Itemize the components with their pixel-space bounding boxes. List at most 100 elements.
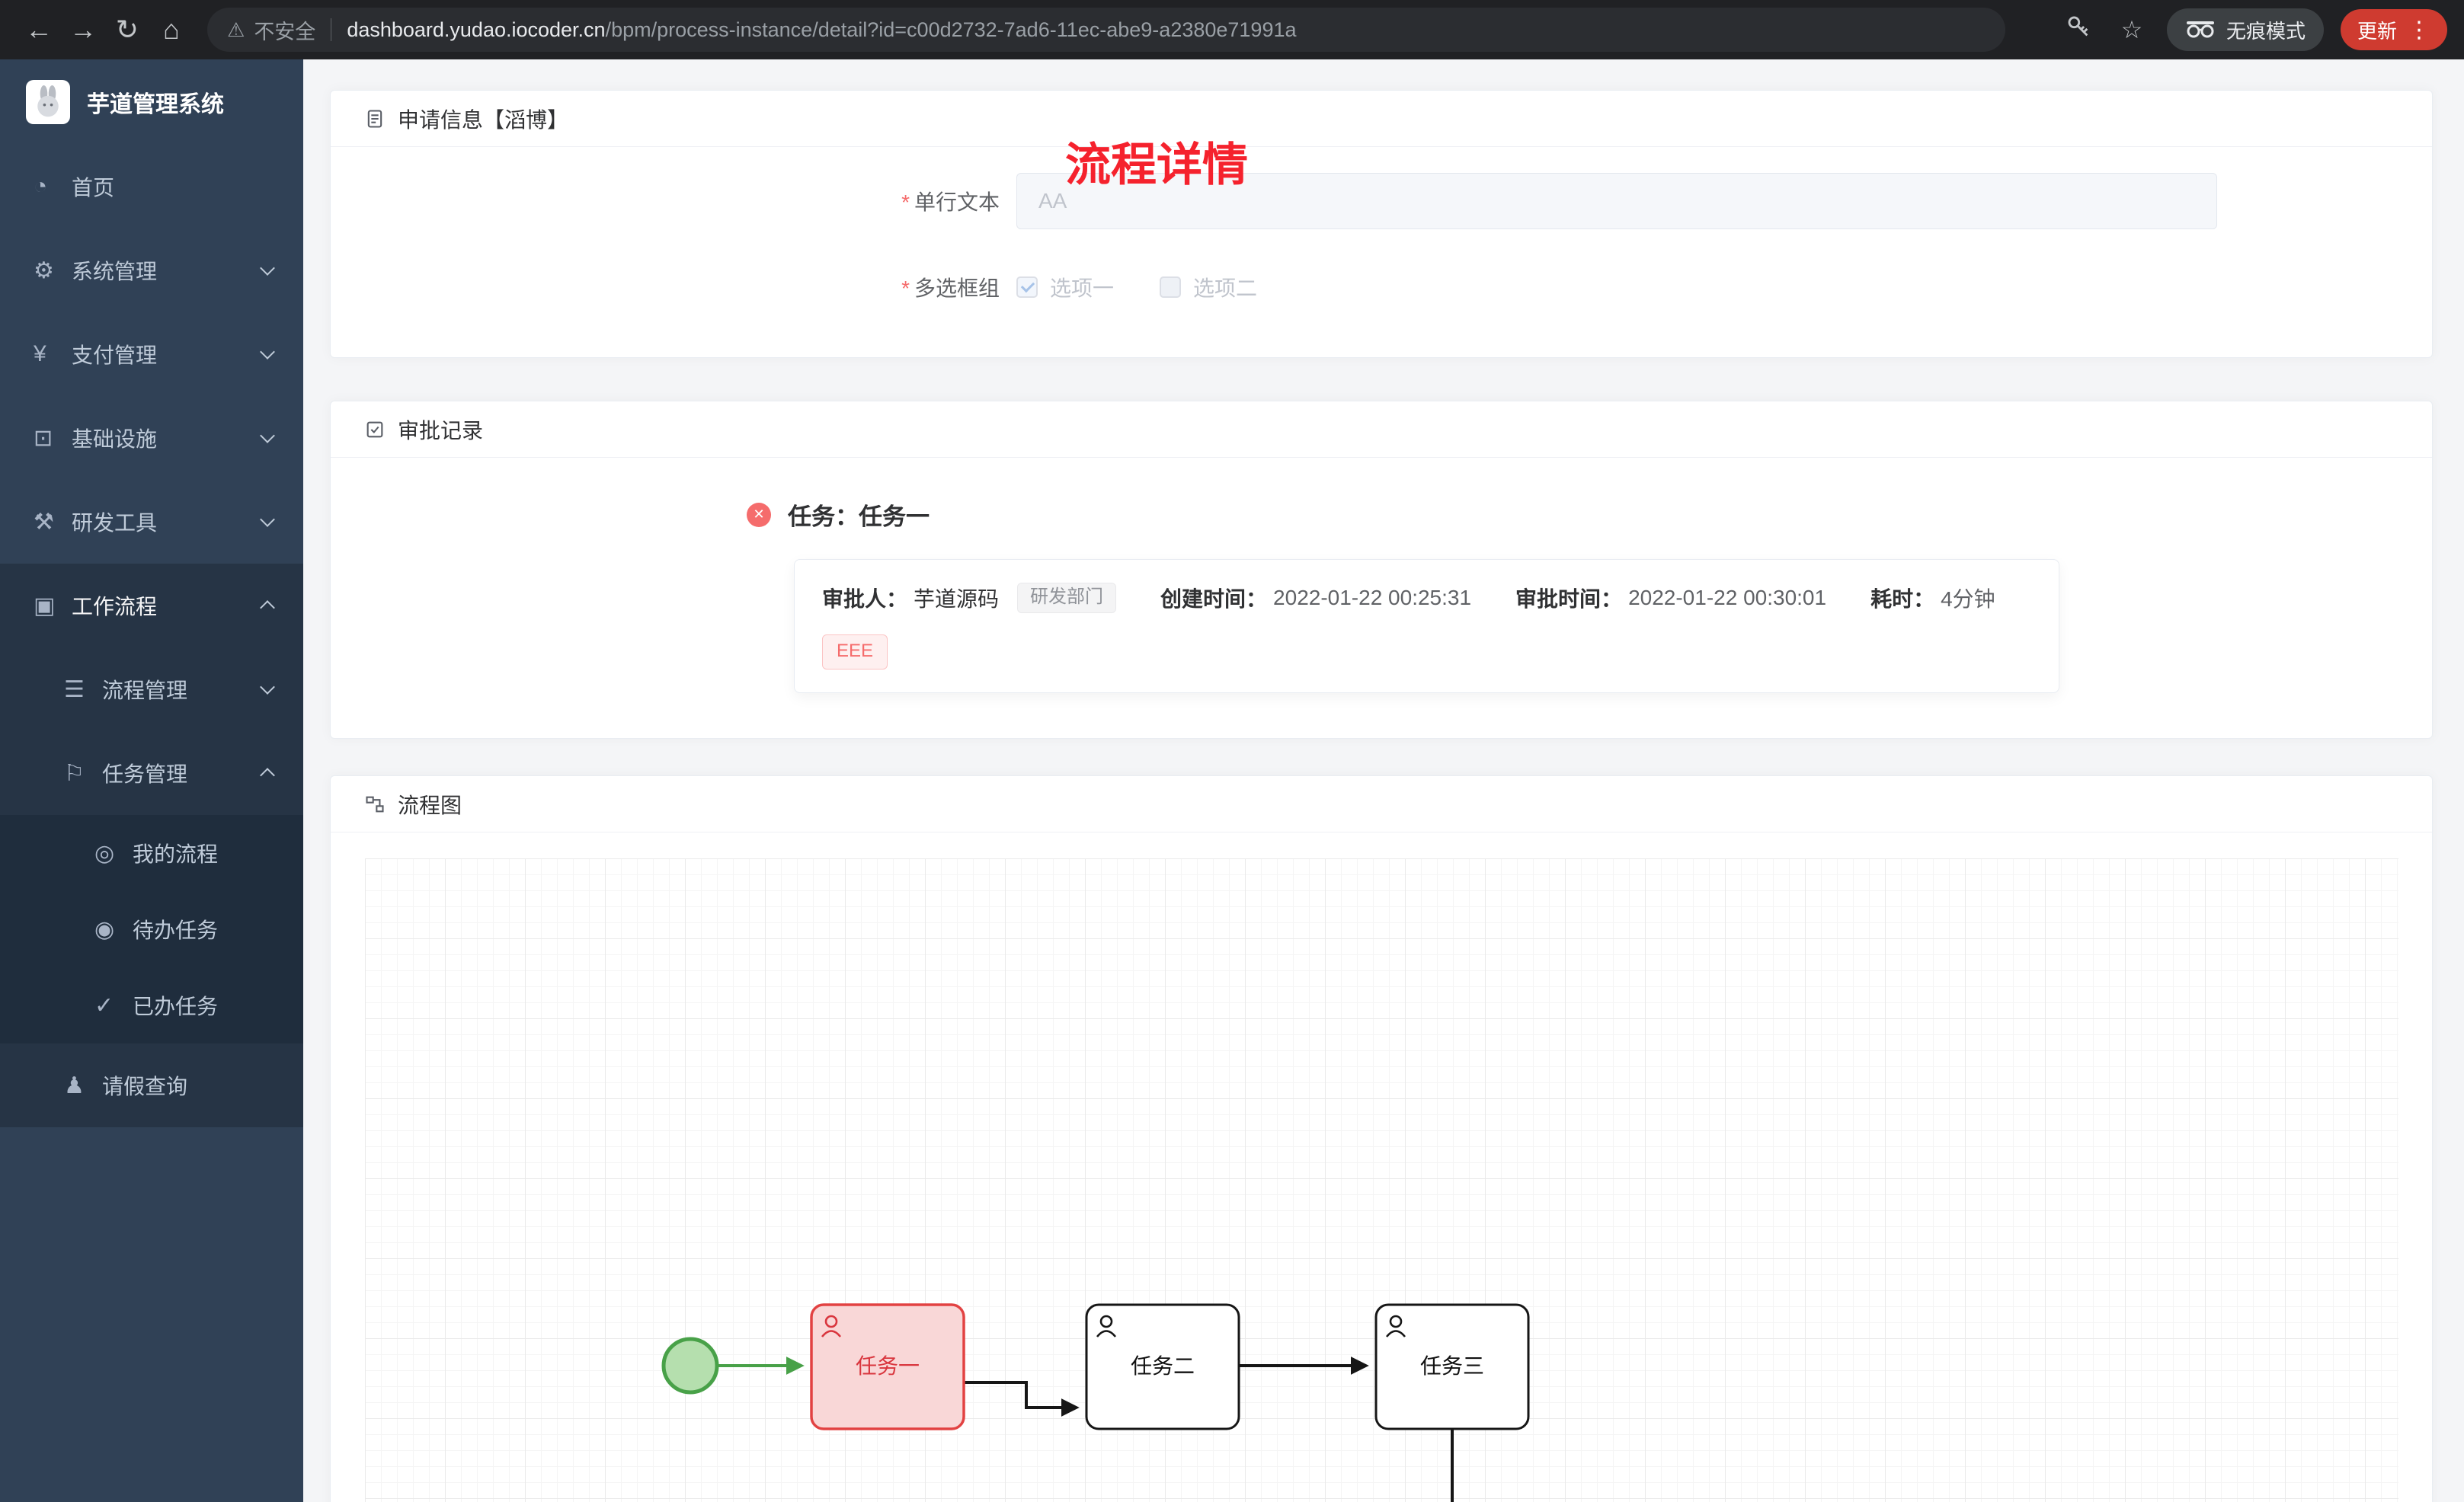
tools-icon: ⚒	[34, 509, 54, 535]
single-line-text-input[interactable]	[1016, 173, 2217, 229]
flag-icon: ⚐	[64, 760, 85, 786]
checkbox-checked-icon[interactable]	[1016, 276, 1038, 298]
sidebar-item-my-process[interactable]: ◎ 我的流程	[0, 815, 303, 891]
dept-tag: 研发部门	[1017, 583, 1117, 613]
sidebar: 芋道管理系统 ◔ 首页 ⚙ 系统管理 ¥ 支付管理 ⊡ 基础设施 ⚒ 研发工具 …	[0, 59, 303, 1502]
bpmn-flow-task1-to-task2	[964, 1381, 1080, 1417]
url-path: /bpm/process-instance/detail?id=c00d2732…	[605, 18, 1297, 41]
check-icon: ✓	[94, 992, 114, 1018]
sidebar-item-infra[interactable]: ⊡ 基础设施	[0, 396, 303, 480]
user-icon	[821, 1315, 842, 1337]
bpmn-start-event[interactable]	[661, 1337, 719, 1395]
approval-detail-card: 审批人： 芋道源码 研发部门 创建时间： 2022-01-22 00:25:31…	[794, 559, 2059, 693]
approval-record-card: 审批记录 ✕ 任务：任务一 审批人： 芋道源码 研发部门 创建时间： 2022-…	[330, 401, 2433, 739]
bpmn-task-1[interactable]: 任务一	[810, 1303, 965, 1430]
apply-info-card-header: 申请信息【滔博】	[331, 91, 2432, 147]
record-icon	[366, 421, 383, 437]
sidebar-item-label: 已办任务	[133, 995, 219, 1018]
approver-label: 审批人：	[822, 587, 908, 611]
dashboard-icon: ◔	[34, 174, 48, 199]
sidebar-item-devtools[interactable]: ⚒ 研发工具	[0, 480, 303, 564]
sidebar-item-process-mgmt[interactable]: ☰ 流程管理	[0, 647, 303, 731]
bpmn-task-2[interactable]: 任务二	[1085, 1303, 1240, 1430]
sidebar-item-done-task[interactable]: ✓ 已办任务	[0, 967, 303, 1043]
yen-icon: ¥	[34, 341, 46, 366]
sidebar-item-label: 任务管理	[102, 762, 188, 786]
chevron-down-icon	[260, 428, 275, 443]
sidebar-item-todo-task[interactable]: ◉ 待办任务	[0, 891, 303, 967]
forward-icon[interactable]: →	[69, 14, 97, 45]
browser-toolbar: ← → ↻ ⌂ ⚠ 不安全 dashboard.yudao.iocoder.cn…	[0, 0, 2464, 59]
browser-update-button[interactable]: 更新 ⋮	[2340, 9, 2447, 50]
chevron-down-icon	[260, 679, 275, 695]
chevron-up-icon	[260, 600, 275, 615]
checkbox-label: 选项二	[1193, 276, 1258, 300]
bookmark-star-icon[interactable]: ☆	[2120, 16, 2143, 43]
document-icon	[367, 109, 382, 128]
monitor-icon: ⊡	[34, 425, 53, 451]
flowchart-icon	[366, 796, 384, 812]
checkbox-unchecked-icon[interactable]	[1160, 276, 1182, 298]
sidebar-item-label: 系统管理	[72, 260, 158, 283]
text-field-label: *单行文本	[901, 190, 1000, 214]
create-time-value: 2022-01-22 00:25:31	[1273, 586, 1472, 609]
approve-time-label: 审批时间：	[1515, 587, 1623, 611]
bpmn-task-3[interactable]: 任务三	[1374, 1303, 1530, 1430]
chevron-down-icon	[260, 260, 275, 276]
address-bar[interactable]: ⚠ 不安全 dashboard.yudao.iocoder.cn /bpm/pr…	[207, 8, 2005, 52]
url-host: dashboard.yudao.iocoder.cn	[347, 18, 606, 41]
password-key-icon[interactable]	[2060, 14, 2097, 46]
process-diagram-card-title: 流程图	[398, 793, 462, 817]
sidebar-item-label: 基础设施	[72, 427, 158, 451]
sidebar-item-workflow[interactable]: ▣ 工作流程	[0, 564, 303, 647]
bpmn-task-label: 任务一	[856, 1354, 920, 1378]
process-circle-icon: ◎	[94, 840, 115, 866]
briefcase-icon: ▣	[34, 593, 56, 618]
app-logo: 芋道管理系统	[0, 59, 303, 145]
sidebar-item-leave-query[interactable]: ♟ 请假查询	[0, 1043, 303, 1127]
checkbox-label: 选项一	[1050, 276, 1115, 300]
browser-menu-icon[interactable]: ⋮	[2408, 17, 2430, 43]
app-title: 芋道管理系统	[87, 92, 224, 117]
gear-icon: ⚙	[34, 257, 54, 283]
sidebar-item-label: 工作流程	[72, 595, 158, 618]
home-icon[interactable]: ⌂	[163, 14, 180, 45]
bpmn-task-label: 任务二	[1131, 1354, 1195, 1378]
process-diagram-card-header: 流程图	[331, 776, 2432, 832]
required-asterisk: *	[901, 190, 910, 214]
incognito-badge: 无痕模式	[2166, 8, 2324, 51]
approval-record-card-title: 审批记录	[398, 418, 484, 443]
sidebar-item-label: 我的流程	[133, 842, 219, 866]
task-error-icon: ✕	[747, 502, 771, 527]
logo-rabbit-icon	[26, 80, 70, 124]
sidebar-item-label: 首页	[72, 176, 115, 200]
sidebar-item-task-mgmt[interactable]: ⚐ 任务管理	[0, 731, 303, 815]
not-secure-label: 不安全	[254, 20, 316, 43]
update-label: 更新	[2357, 19, 2397, 43]
user-icon	[1096, 1315, 1117, 1337]
create-time-label: 创建时间：	[1160, 587, 1268, 611]
checkbox-option-1[interactable]: 选项一	[1016, 272, 1114, 302]
list-icon: ☰	[64, 676, 85, 702]
sidebar-item-label: 研发工具	[72, 511, 158, 535]
chevron-up-icon	[260, 768, 275, 783]
chevron-down-icon	[260, 344, 275, 360]
sidebar-item-system[interactable]: ⚙ 系统管理	[0, 228, 303, 312]
process-diagram-card: 流程图	[330, 775, 2433, 1502]
sidebar-item-home[interactable]: ◔ 首页	[0, 145, 303, 228]
sidebar-item-label: 待办任务	[133, 919, 219, 942]
sidebar-item-label: 流程管理	[102, 679, 188, 702]
sidebar-item-payment[interactable]: ¥ 支付管理	[0, 312, 303, 396]
back-icon[interactable]: ←	[25, 14, 53, 45]
approval-record-card-header: 审批记录	[331, 401, 2432, 458]
apply-info-card: 申请信息【滔博】 *单行文本 *多选框组 选项一 选项二	[330, 90, 2433, 358]
main-content: 流程详情 申请信息【滔博】 *单行文本 *多选框组 选项一 选项二	[303, 59, 2464, 1502]
checkbox-field-label: *多选框组	[901, 276, 1000, 300]
reload-icon[interactable]: ↻	[115, 14, 139, 45]
checkbox-option-2[interactable]: 选项二	[1160, 272, 1257, 302]
checkbox-group: 选项一 选项二	[1016, 272, 1257, 302]
duration-label: 耗时：	[1870, 587, 1935, 611]
incognito-icon	[2186, 21, 2214, 38]
user-icon	[1385, 1315, 1406, 1337]
required-asterisk: *	[901, 276, 910, 300]
